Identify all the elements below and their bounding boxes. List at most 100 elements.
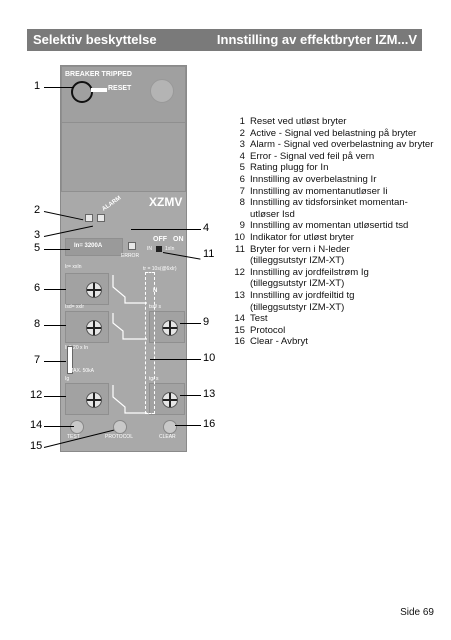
leader-4	[131, 229, 201, 230]
ig-label: Ig	[65, 376, 70, 382]
legend-number: 4	[239, 150, 245, 162]
legend-item: 10 Indikator for utløst bryter	[228, 232, 443, 244]
active-led	[85, 214, 93, 222]
callout-13: 13	[203, 388, 216, 400]
legend-number: 16	[234, 336, 245, 348]
alarm-label: ALARM	[101, 195, 123, 213]
protocol-label: PROTOCOL	[105, 434, 133, 440]
trip-curve-ig	[112, 385, 147, 414]
legend-item: (tilleggsutstyr IZM-XT)	[228, 302, 443, 314]
reset-bar	[91, 88, 107, 92]
legend-text: Bryter for vern i N-leder	[250, 243, 350, 255]
ig-dial-block	[65, 383, 109, 415]
leader-14	[44, 426, 74, 427]
legend-text: Protocol	[250, 324, 286, 336]
ir-dial[interactable]	[86, 282, 102, 298]
callout-2: 2	[34, 204, 41, 216]
legend-text: Innstilling av momentan utløsertid tsd	[250, 220, 409, 232]
legend-item: (tilleggsutstyr IZM-XT)	[228, 278, 443, 290]
legend-number: 6	[239, 173, 245, 185]
legend-number	[228, 302, 250, 314]
legend-text: Innstilling av jordfeilstrøm Ig	[250, 266, 369, 278]
legend-number: 15	[234, 324, 245, 336]
tg-label: tg/ s	[149, 376, 159, 382]
ig-dial[interactable]	[86, 392, 102, 408]
test-button[interactable]	[70, 420, 84, 434]
legend-text: Active - Signal ved belastning på bryter	[250, 127, 417, 139]
callout-15: 15	[30, 440, 43, 452]
callout-1: 1	[34, 80, 41, 92]
legend-text: Alarm - Signal ved overbelastning av bry…	[250, 139, 434, 151]
reset-button[interactable]	[71, 81, 93, 103]
legend-text: (tilleggsutstyr IZM-XT)	[250, 255, 345, 267]
isd-label: Isd= xxIr	[65, 304, 85, 310]
callout-9: 9	[203, 316, 210, 328]
tsd-dial[interactable]	[162, 320, 178, 336]
legend-item: utløser Isd	[228, 209, 443, 221]
callout-6: 6	[34, 282, 41, 294]
ir-dial-block	[65, 273, 109, 305]
legend-number: 7	[239, 185, 245, 197]
tg-dial[interactable]	[162, 392, 178, 408]
leader-9	[180, 323, 201, 324]
legend-item: 16 Clear - Avbryt	[228, 336, 443, 348]
leader-8	[44, 325, 66, 326]
tg-dial-block	[149, 383, 185, 415]
trip-indicator-frame	[145, 272, 155, 414]
legend-item: 14 Test	[228, 313, 443, 325]
trip-curve-isd	[112, 313, 147, 340]
legend-text: Indikator for utløst bryter	[250, 231, 354, 243]
legend-text: Clear - Avbryt	[250, 336, 308, 348]
max-label: MAX. 50kA	[69, 368, 95, 374]
legend-number: 14	[234, 313, 245, 325]
legend-item: 2 Active - Signal ved belastning på bryte…	[228, 128, 443, 140]
isd-dial[interactable]	[86, 320, 102, 336]
leader-6	[44, 289, 66, 290]
protocol-button[interactable]	[113, 420, 127, 434]
legend-item: 9 Innstilling av momentan utløsertid tsd	[228, 220, 443, 232]
rating-label: In= 3200A	[74, 243, 103, 249]
leader-1	[44, 87, 74, 88]
legend-text: Innstilling av momentanutløser Ii	[250, 185, 388, 197]
trip-curve-ir	[112, 275, 147, 304]
ii-slider[interactable]	[67, 346, 73, 374]
neutral-switch[interactable]	[156, 246, 162, 252]
legend-number: 10	[234, 231, 245, 243]
legend-text: Test	[250, 313, 268, 325]
legend-number	[228, 209, 250, 221]
legend-number: 5	[239, 162, 245, 174]
on-label: ON	[173, 236, 184, 243]
blank-block	[61, 122, 186, 192]
n-switch-in-label: IN	[147, 246, 152, 252]
legend-number: 9	[239, 220, 245, 232]
legend-text: Innstilling av jordfeiltid tg	[250, 289, 355, 301]
callout-5: 5	[34, 242, 41, 254]
callout-14: 14	[30, 419, 43, 431]
header-right-title: Innstilling av effektbryter IZM...V	[216, 32, 417, 47]
leader-10	[150, 359, 201, 360]
legend-number: 8	[239, 197, 245, 209]
legend-text: (tilleggsutstyr IZM-XT)	[250, 278, 345, 290]
clear-button[interactable]	[163, 420, 177, 434]
legend-number: 3	[239, 139, 245, 151]
isd-dial-block	[65, 311, 109, 343]
legend-item: 7 Innstilling av momentanutløser Ii	[228, 186, 443, 198]
rating-plug: In= 3200A	[65, 238, 123, 256]
legend-item: 3 Alarm - Signal ved overbelastning av br…	[228, 139, 443, 151]
n-label: N	[153, 288, 158, 294]
legend-number: 2	[239, 127, 245, 139]
tsd-dial-block	[149, 311, 185, 343]
legend-text: (tilleggsutstyr IZM-XT)	[250, 301, 345, 313]
callout-16: 16	[203, 418, 216, 430]
status-area: ALARM XZMV	[61, 191, 184, 236]
leader-7	[44, 361, 66, 362]
ir-label: Ir= xxIn	[65, 264, 82, 270]
legend-number: 13	[234, 289, 245, 301]
legend-text: Innstilling av tidsforsinket momentan-	[250, 197, 408, 209]
leader-12	[44, 396, 66, 397]
